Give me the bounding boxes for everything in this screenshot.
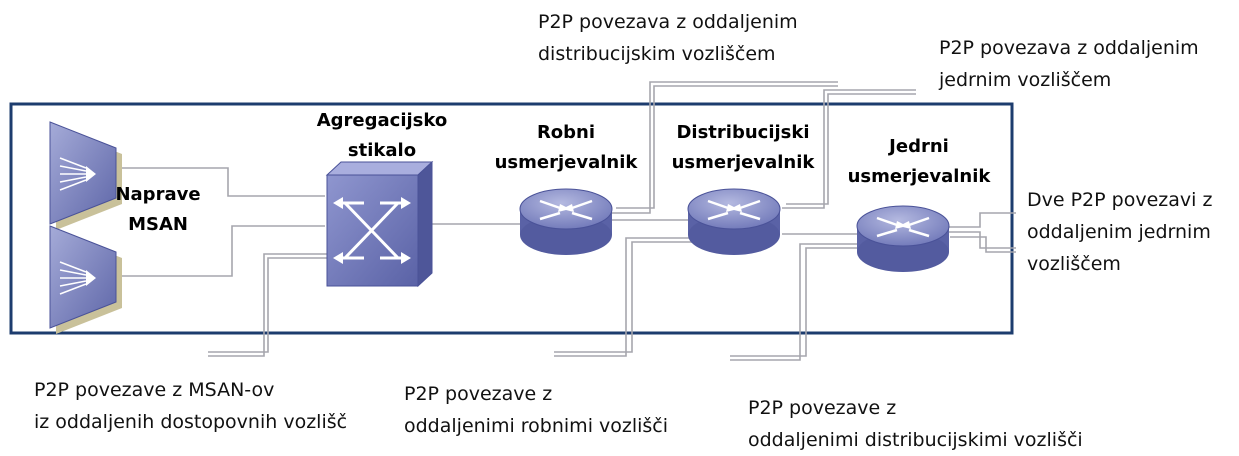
annotation-p2p-remote-distribution: P2P povezava z oddaljenim distribucijski… bbox=[538, 11, 798, 65]
label-aggregation-switch: Agregacijsko stikalo bbox=[316, 110, 448, 161]
annotation-two-p2p-remote-core: Dve P2P povezavi z oddaljenim jedrnim vo… bbox=[1027, 189, 1213, 275]
router-icon bbox=[686, 187, 782, 257]
annotation-p2p-remote-core: P2P povezava z oddaljenim jedrnim vozliš… bbox=[939, 37, 1199, 91]
msan-device-icon bbox=[49, 225, 123, 335]
label-distribution-router: Distribucijski usmerjevalnik bbox=[671, 122, 815, 173]
network-frame bbox=[9, 102, 1014, 335]
annotation-p2p-remote-edge: P2P povezave z oddaljenimi robnimi vozli… bbox=[404, 383, 669, 437]
aggregation-switch-icon bbox=[325, 160, 434, 288]
router-icon bbox=[518, 187, 614, 257]
annotation-p2p-remote-distribution-nodes: P2P povezave z oddaljenimi distribucijsk… bbox=[748, 397, 1083, 451]
label-edge-router: Robni usmerjevalnik bbox=[494, 122, 638, 173]
router-icon bbox=[855, 204, 951, 274]
link-lines bbox=[120, 81, 1016, 361]
annotation-p2p-msan-remote-access: P2P povezave z MSAN-ov iz oddaljenih dos… bbox=[34, 379, 348, 433]
label-core-router: Jedrni usmerjevalnik bbox=[847, 136, 991, 187]
label-msan: Naprave MSAN bbox=[115, 184, 201, 235]
